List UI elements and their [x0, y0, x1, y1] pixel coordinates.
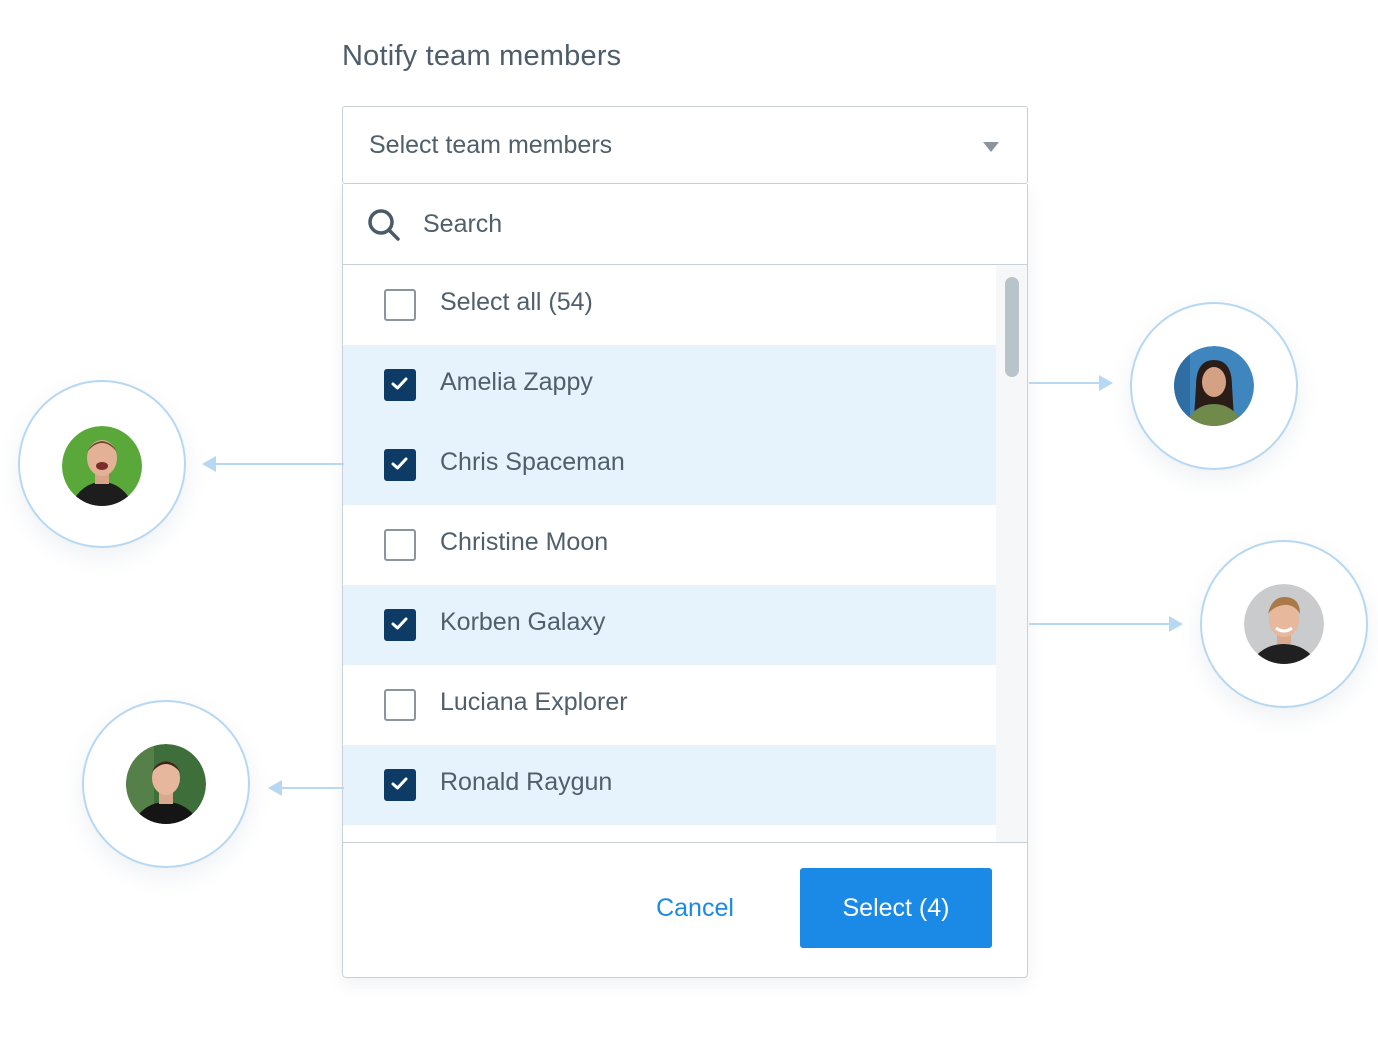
- scrollbar[interactable]: [996, 265, 1027, 842]
- list-item[interactable]: Luciana Explorer: [343, 665, 996, 745]
- avatar: [1174, 346, 1254, 426]
- avatar-bubble: [1130, 302, 1298, 470]
- member-name: Christine Moon: [440, 528, 609, 556]
- avatar-bubble: [18, 380, 186, 548]
- avatar-bubble: [1200, 540, 1368, 708]
- dropdown-panel: Select all (54) Amelia Zappy Chris Space…: [342, 184, 1028, 978]
- cancel-button[interactable]: Cancel: [639, 877, 751, 939]
- checkmark-icon: [391, 777, 408, 790]
- search-row: [343, 184, 1027, 265]
- member-checkbox[interactable]: [384, 529, 416, 561]
- list-item[interactable]: Amelia Zappy: [343, 345, 996, 425]
- list-item[interactable]: Ronald Raygun: [343, 745, 996, 825]
- avatar: [62, 426, 142, 506]
- list-item[interactable]: Christine Moon: [343, 505, 996, 585]
- avatar: [1244, 584, 1324, 664]
- connector-arrow: [1029, 616, 1183, 632]
- checkmark-icon: [391, 457, 408, 470]
- connector-arrow: [202, 456, 344, 472]
- avatar: [126, 744, 206, 824]
- select-all-label: Select all (54): [440, 288, 593, 316]
- select-all-row[interactable]: Select all (54): [343, 265, 996, 345]
- member-checkbox[interactable]: [384, 449, 416, 481]
- member-checkbox[interactable]: [384, 609, 416, 641]
- member-checkbox[interactable]: [384, 769, 416, 801]
- checkmark-icon: [391, 617, 408, 630]
- member-name: Ronald Raygun: [440, 768, 613, 796]
- member-name: Korben Galaxy: [440, 608, 606, 636]
- scrollbar-thumb[interactable]: [1005, 277, 1019, 377]
- connector-arrow: [268, 780, 344, 796]
- select-placeholder: Select team members: [369, 131, 613, 159]
- search-icon: [368, 209, 400, 241]
- member-list: Select all (54) Amelia Zappy Chris Space…: [343, 265, 996, 842]
- dropdown-footer: Cancel Select (4): [343, 842, 1027, 976]
- chevron-down-icon[interactable]: [983, 142, 999, 152]
- connector-arrow: [1029, 375, 1113, 391]
- member-name: Chris Spaceman: [440, 448, 625, 476]
- team-members-select[interactable]: Select team members: [342, 106, 1028, 184]
- field-label: Notify team members: [342, 40, 622, 72]
- select-all-checkbox[interactable]: [384, 289, 416, 321]
- member-checkbox[interactable]: [384, 369, 416, 401]
- member-name: Luciana Explorer: [440, 688, 628, 716]
- checkmark-icon: [391, 377, 408, 390]
- list-item[interactable]: Korben Galaxy: [343, 585, 996, 665]
- member-name: Amelia Zappy: [440, 368, 593, 396]
- member-checkbox[interactable]: [384, 689, 416, 721]
- select-button[interactable]: Select (4): [800, 868, 992, 948]
- search-input[interactable]: [423, 204, 963, 244]
- avatar-bubble: [82, 700, 250, 868]
- list-item[interactable]: Chris Spaceman: [343, 425, 996, 505]
